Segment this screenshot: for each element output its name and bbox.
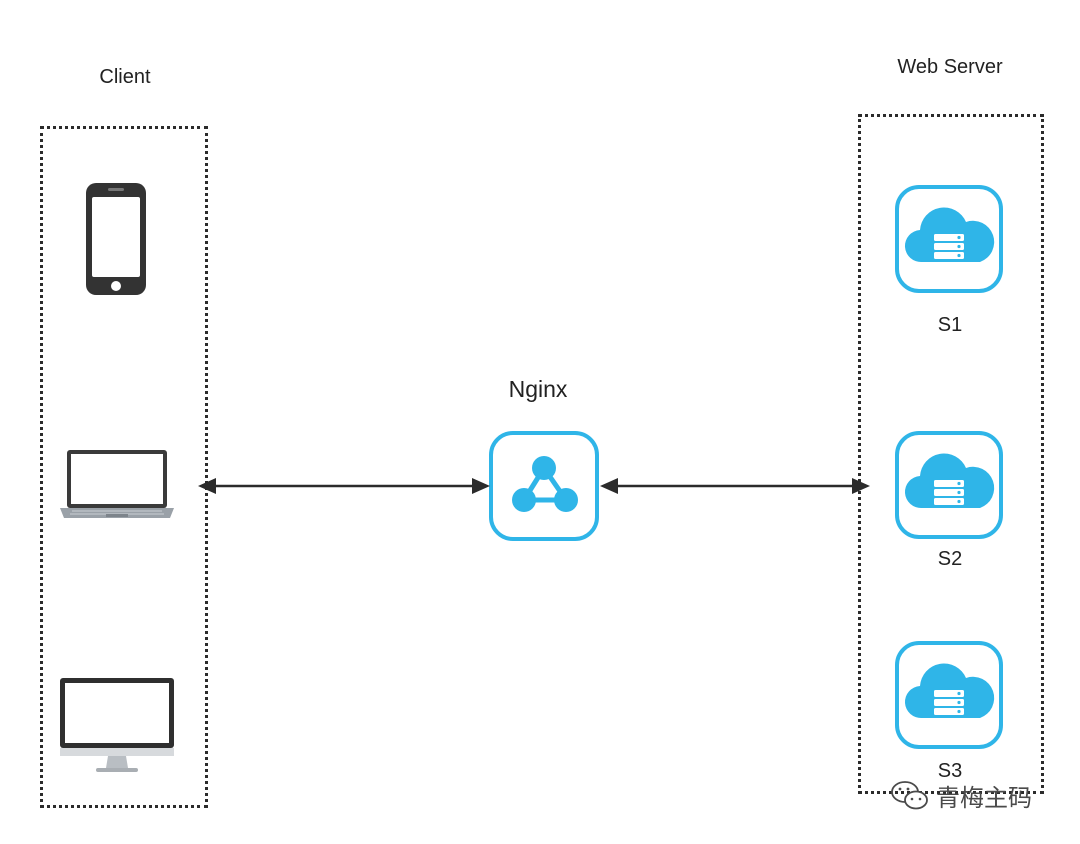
chat-bubble-icon — [891, 780, 928, 809]
desktop-monitor-icon — [60, 678, 174, 772]
cloud-server-icon — [895, 431, 1003, 539]
laptop-icon — [60, 450, 174, 518]
web-server-group — [858, 114, 1044, 794]
smartphone-icon — [86, 183, 146, 295]
server-label-s3: S3 — [937, 760, 963, 782]
cloud-server-icon — [895, 641, 1003, 749]
cloud-server-icon — [895, 185, 1003, 293]
client-group — [40, 126, 208, 808]
nginx-server-arrow — [600, 478, 870, 494]
server-label-s1: S1 — [937, 314, 963, 336]
watermark: 青梅主码 — [890, 778, 1032, 813]
watermark-text: 青梅主码 — [936, 784, 1032, 812]
web-server-group-title: Web Server — [897, 56, 1003, 78]
client-group-title: Client — [99, 66, 151, 88]
server-label-s2: S2 — [937, 548, 963, 570]
network-share-icon — [489, 431, 599, 541]
nginx-label: Nginx — [508, 376, 568, 402]
client-nginx-arrow — [198, 478, 490, 494]
